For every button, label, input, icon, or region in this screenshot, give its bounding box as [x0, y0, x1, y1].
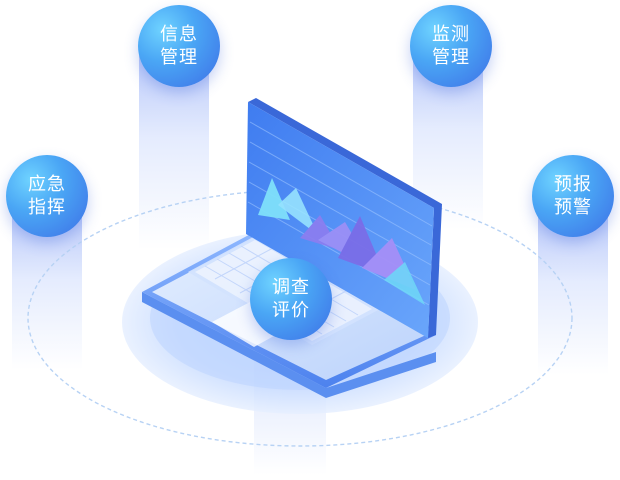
survey-evaluation-bubble[interactable]: 调查 评价 [250, 258, 332, 340]
monitor-management-line1: 监测 [432, 24, 470, 45]
emergency-command-line1: 应急 [28, 174, 66, 195]
warning-line2: 预警 [554, 197, 592, 218]
warning-bubble[interactable]: 预报 预警 [532, 155, 614, 237]
warning-line1: 预报 [554, 174, 592, 195]
emergency-command-bubble[interactable]: 应急 指挥 [6, 155, 88, 237]
screen-chart [258, 178, 425, 305]
orbit-ring [27, 189, 573, 447]
monitor-management-line2: 管理 [432, 47, 470, 68]
info-management-line2: 管理 [160, 47, 198, 68]
survey-evaluation-line1: 调查 [272, 277, 310, 298]
monitor-management-bubble[interactable]: 监测 管理 [410, 5, 492, 87]
info-management-line1: 信息 [160, 24, 198, 45]
laptop-base-edge [142, 292, 436, 398]
emergency-command-line2: 指挥 [28, 197, 66, 218]
survey-evaluation-line2: 评价 [272, 300, 310, 321]
info-management-bubble[interactable]: 信息 管理 [138, 5, 220, 87]
